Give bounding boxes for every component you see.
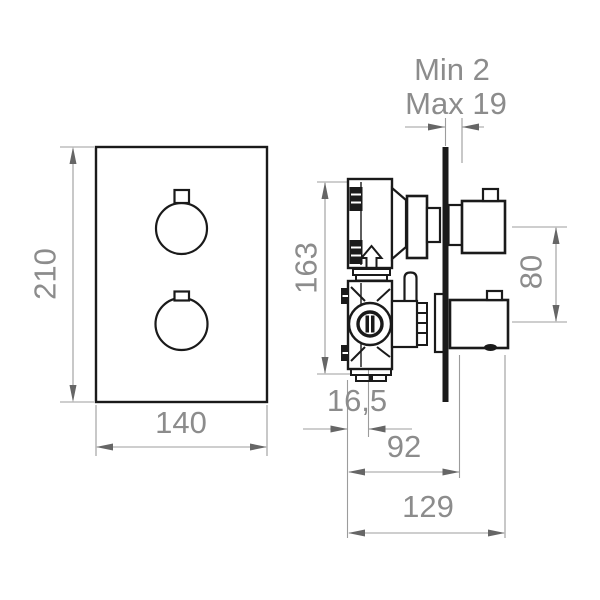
arrowhead-right [428, 123, 445, 131]
dimension-handle-spacing: 80 [512, 226, 567, 323]
mounting-clip [341, 345, 349, 361]
upper-handle-tab [481, 187, 500, 203]
lower-handle [448, 298, 510, 350]
arrowhead-up [321, 182, 329, 199]
arrowhead-right [442, 468, 460, 476]
arrowhead-up [69, 147, 77, 164]
diverter-lever [403, 271, 418, 305]
dimension-plate-height: 210 [28, 146, 94, 403]
dim-label-wall-max: Max 19 [405, 86, 507, 121]
lower-handle-tab [485, 289, 504, 302]
dimension-total-depth: 129 [348, 355, 506, 538]
arrowhead-down [69, 385, 77, 402]
diverter-boss-inner [356, 310, 384, 338]
arrowhead-left [368, 425, 386, 433]
valve-body [341, 177, 446, 382]
arrowhead-up [552, 227, 560, 244]
dim-label-plate-height: 210 [28, 248, 63, 300]
arrowhead-down [321, 357, 329, 374]
bottom-foot [355, 374, 371, 382]
upper-handle-stem [447, 203, 464, 247]
dim-label-wall-min: Min 2 [414, 52, 490, 87]
faceplate [94, 145, 269, 404]
mounting-clip [341, 288, 349, 304]
arrowhead-down [552, 305, 560, 322]
dimension-wall-thickness: Min 2 Max 19 [405, 52, 507, 163]
lower-knob-tab [173, 290, 191, 302]
mounting-clip [349, 240, 363, 264]
dimension-inlet-offset: 16,5 [303, 336, 412, 538]
dimension-rough-in-depth: 92 [348, 355, 461, 478]
dim-label-total-depth: 129 [402, 489, 454, 524]
diverter-arm [390, 299, 419, 349]
arrowhead-left [348, 529, 365, 537]
arrowhead-left [462, 123, 479, 131]
thermostat-neck [390, 185, 408, 262]
dim-label-inlet-offset: 16,5 [327, 383, 387, 418]
arrowhead-right [250, 443, 267, 451]
arrowhead-left [348, 468, 365, 476]
screw-slot [371, 315, 375, 333]
dim-label-body-height: 163 [289, 242, 324, 294]
dim-label-plate-width: 140 [155, 405, 207, 440]
bottom-foot [371, 374, 387, 382]
dim-label-rough-in-depth: 92 [387, 429, 421, 464]
arrowhead-right [488, 529, 505, 537]
upper-spindle [425, 206, 442, 244]
dimension-body-height: 163 [289, 181, 352, 375]
lower-knob [154, 296, 209, 352]
dim-label-handle-spacing: 80 [514, 255, 549, 289]
front-view: 210 140 [28, 145, 269, 456]
set-screw [484, 344, 497, 351]
upper-knob-tab [173, 188, 191, 205]
upper-handle [460, 199, 507, 255]
side-view: Min 2 Max 19 163 80 16,5 [289, 52, 567, 538]
flow-arrow-icon [359, 244, 384, 270]
mounting-clip [349, 187, 363, 211]
upper-flange [405, 194, 429, 260]
upper-knob [154, 201, 209, 256]
handles [447, 187, 510, 351]
connector-plate [355, 274, 388, 282]
screw-slot [365, 315, 369, 333]
arrowhead-right [330, 425, 348, 433]
dimension-plate-width: 140 [95, 405, 268, 456]
wall-line [442, 147, 449, 402]
arrowhead-left [96, 443, 113, 451]
